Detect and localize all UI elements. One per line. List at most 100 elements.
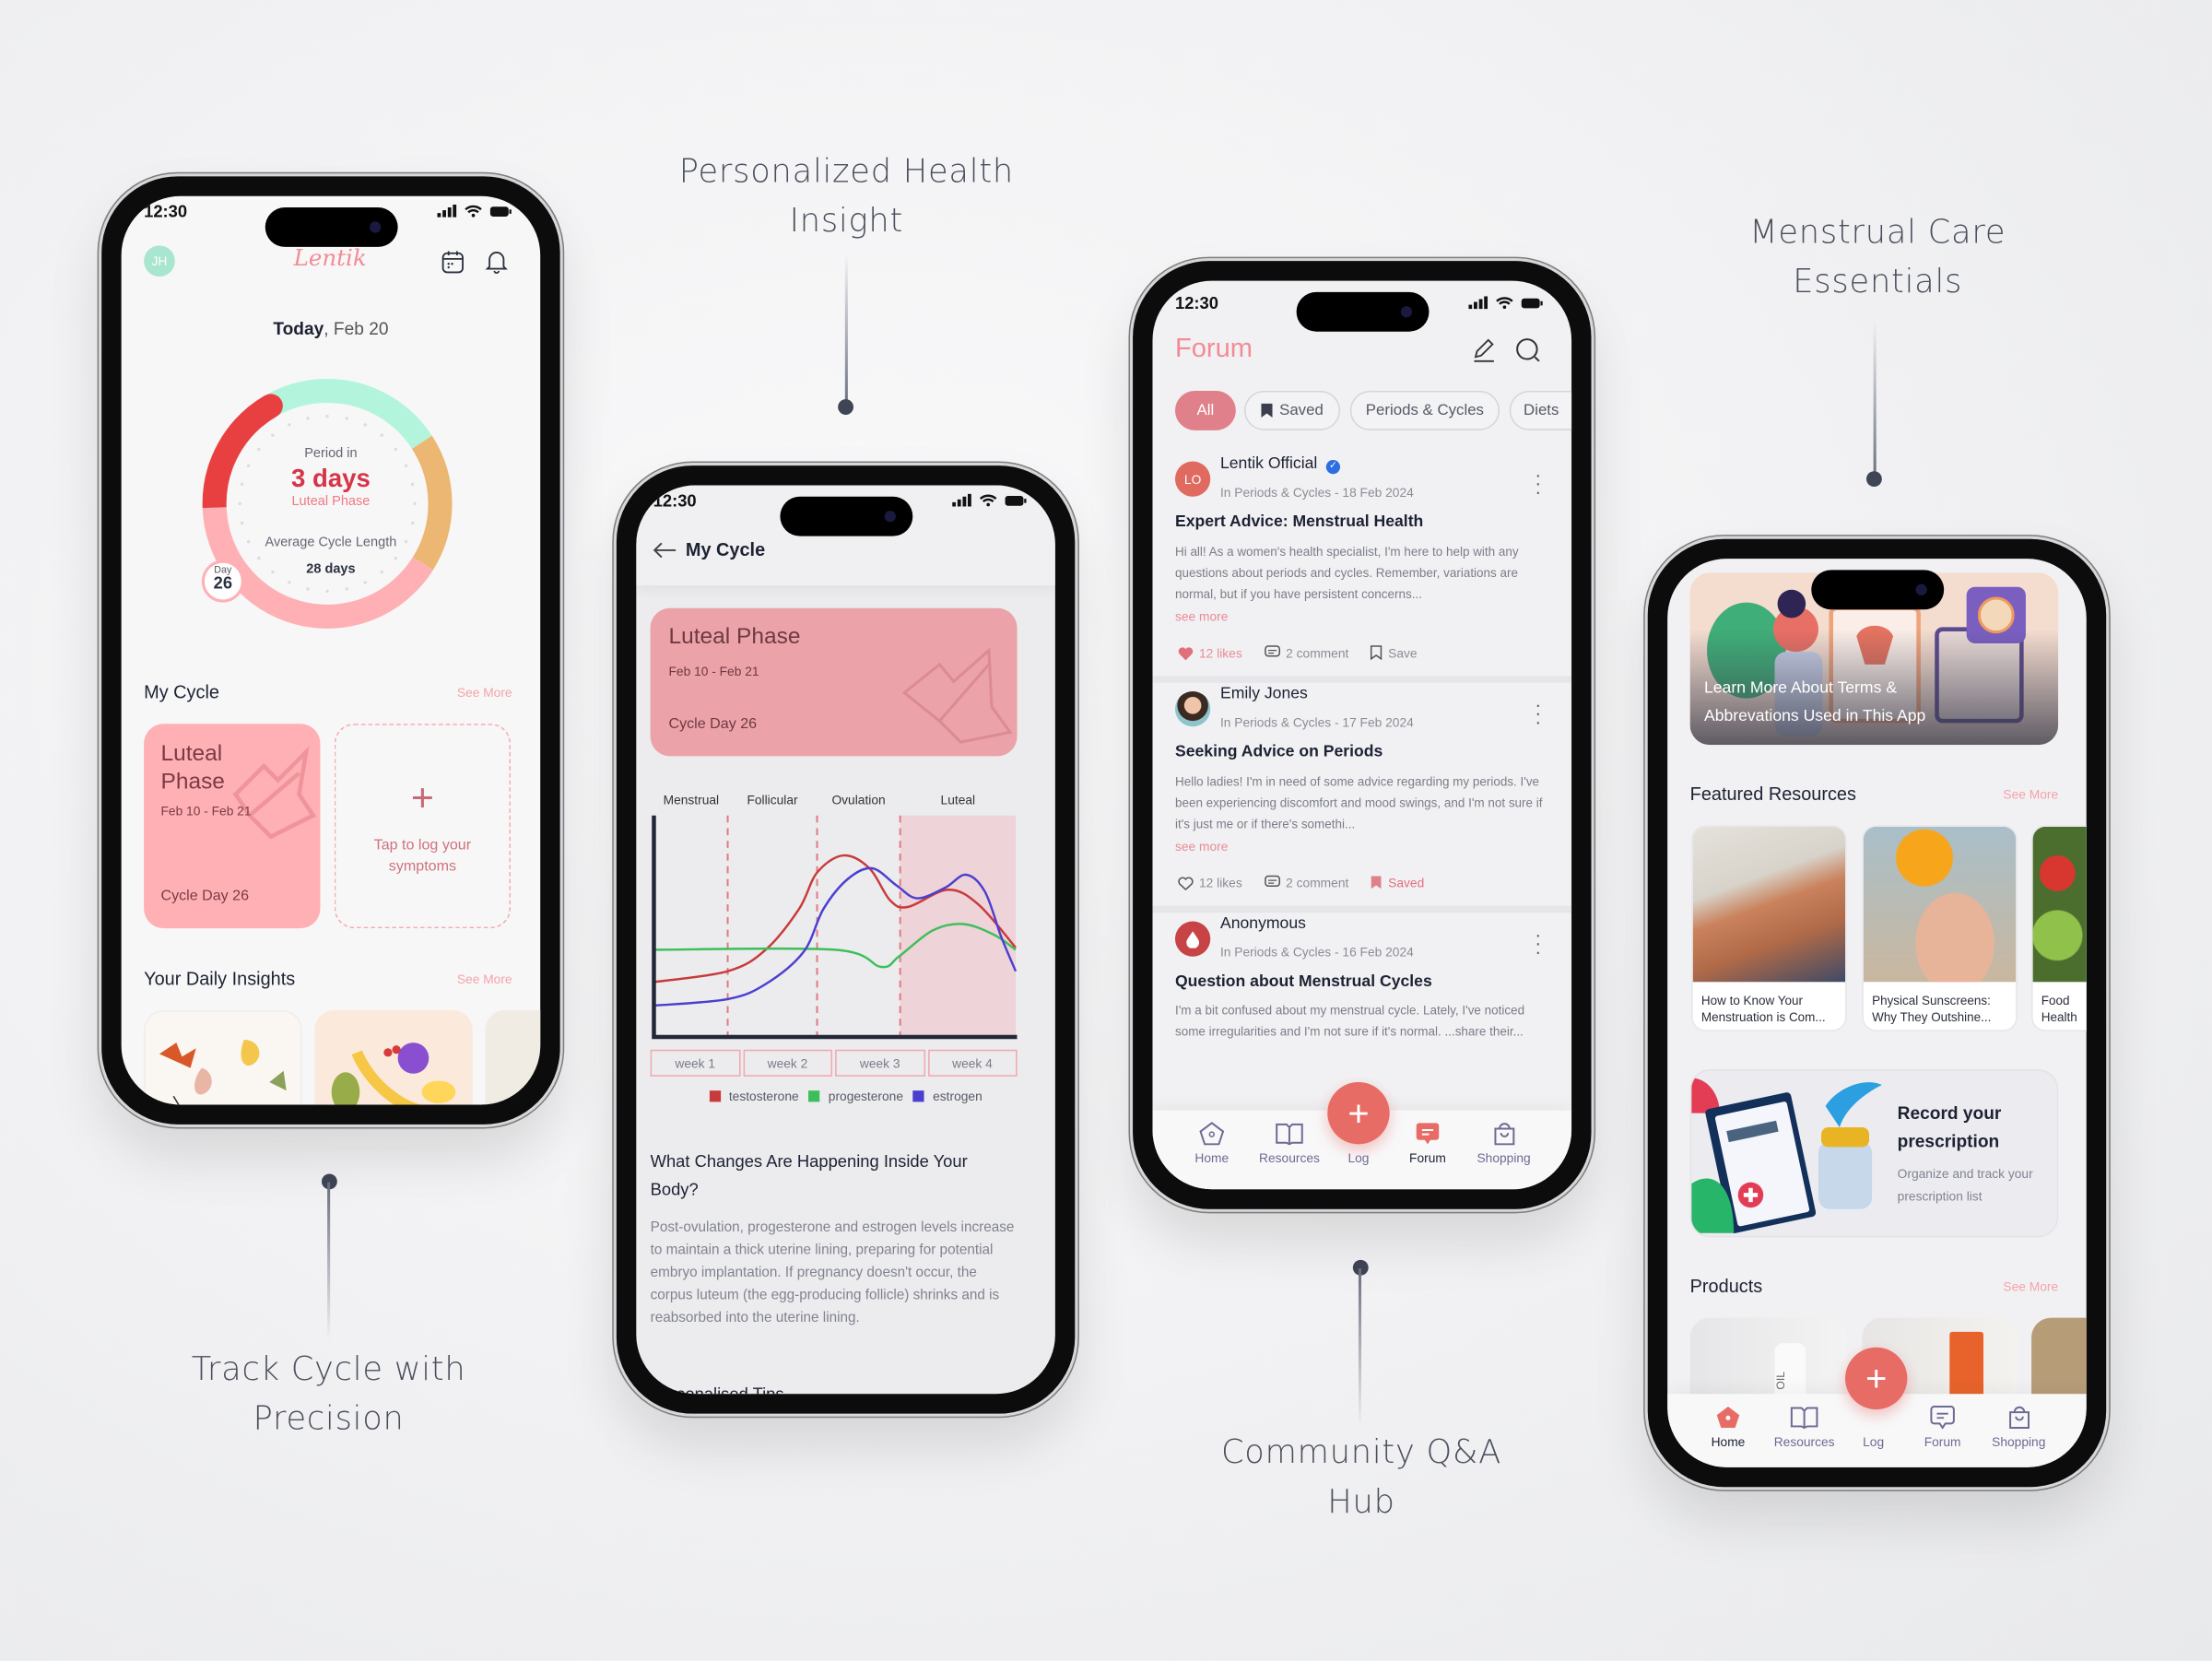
- signal-icon: [1468, 296, 1488, 310]
- bell-icon[interactable]: [485, 248, 508, 274]
- avg-cycle-label: Average Cycle Length: [265, 535, 397, 550]
- post-author: Lentik Official ✓: [1219, 455, 1341, 475]
- search-icon[interactable]: [1515, 337, 1542, 364]
- see-more-link[interactable]: See More: [2003, 1279, 2059, 1294]
- ring-tick-dot: [413, 501, 417, 506]
- resource-card[interactable]: Physical Sunscreens: Why They Outshine..…: [1862, 825, 2018, 1031]
- cycle-ring: [202, 378, 453, 629]
- section-title-tips: Personalised Tips: [650, 1384, 784, 1395]
- resource-card[interactable]: Food Health: [2031, 825, 2087, 1031]
- legend-item: testosterone: [709, 1090, 799, 1103]
- see-more-link[interactable]: See More: [456, 685, 512, 701]
- heart-outline-icon: [1178, 876, 1194, 890]
- comment-button[interactable]: 2 comment: [1264, 875, 1348, 890]
- nav-resources[interactable]: Resources: [1250, 1122, 1329, 1165]
- legend-item: estrogen: [912, 1089, 982, 1103]
- legend-label: estrogen: [933, 1089, 982, 1103]
- terms-banner[interactable]: Learn More About Terms & Abbrevations Us…: [1689, 572, 2059, 746]
- resource-title: Physical Sunscreens: Why They Outshine..…: [1872, 993, 1992, 1025]
- calendar-icon[interactable]: [441, 250, 464, 274]
- ring-tick-dot: [271, 570, 275, 574]
- post-meta: In Periods & Cycles - 16 Feb 2024: [1219, 945, 1414, 960]
- chip-periods-cycles[interactable]: Periods & Cycles: [1349, 390, 1500, 430]
- verified-badge-icon: ✓: [1325, 459, 1341, 475]
- nav-label: Log: [1347, 1150, 1370, 1166]
- avatar: LO: [1174, 461, 1211, 497]
- nav-label: Forum: [1924, 1434, 1961, 1449]
- chip-diets[interactable]: Diets: [1509, 390, 1572, 430]
- log-fab-button[interactable]: +: [1327, 1081, 1390, 1145]
- phase-card[interactable]: Luteal Phase Feb 10 - Feb 21 Cycle Day 2…: [650, 607, 1018, 757]
- log-symptoms-card[interactable]: + Tap to log your symptoms: [334, 724, 512, 929]
- phase-label: Follicular: [747, 793, 798, 807]
- nav-label: Home: [1194, 1150, 1230, 1166]
- week-axis: week 1 week 2 week 3 week 4: [650, 1049, 1018, 1077]
- saved-button[interactable]: Saved: [1370, 875, 1424, 890]
- see-more-link[interactable]: See More: [456, 972, 512, 986]
- like-button[interactable]: 12 likes: [1178, 645, 1242, 660]
- like-button[interactable]: 12 likes: [1178, 876, 1242, 890]
- nav-log[interactable]: Log: [1834, 1405, 1913, 1449]
- log-fab-button[interactable]: +: [1845, 1347, 1908, 1410]
- nav-label: Home: [1711, 1434, 1746, 1449]
- insight-card-leaves[interactable]: [144, 1009, 302, 1105]
- see-more-link[interactable]: See More: [2003, 787, 2059, 802]
- edit-icon[interactable]: [1471, 337, 1497, 363]
- shopping-bag-icon: [1493, 1123, 1514, 1146]
- signal-icon: [437, 204, 457, 218]
- divider: [1152, 676, 1572, 683]
- ring-tick-dot: [288, 423, 291, 427]
- legend-item: progesterone: [808, 1090, 903, 1103]
- ring-tick-dot: [271, 433, 275, 437]
- caption-line: Essentials: [1793, 264, 1963, 301]
- post-body: Hi all! As a women's health specialist, …: [1174, 544, 1519, 602]
- chip-saved[interactable]: Saved: [1243, 390, 1341, 430]
- comment-icon: [1264, 645, 1280, 657]
- wifi-icon: [1496, 297, 1513, 310]
- nav-resources[interactable]: Resources: [1765, 1405, 1844, 1449]
- today-date: Today, Feb 20: [122, 319, 541, 338]
- see-more-link[interactable]: see more: [1174, 609, 1229, 624]
- ring-tick-dot: [404, 464, 408, 467]
- comment-button[interactable]: 2 comment: [1264, 644, 1348, 660]
- insight-card-room[interactable]: [485, 1009, 541, 1105]
- more-options-icon[interactable]: ···: [1535, 463, 1542, 502]
- chip-all[interactable]: All: [1174, 390, 1236, 430]
- period-in-value: 3 days: [291, 464, 371, 493]
- caption-line: Precision: [253, 1400, 405, 1438]
- nav-shopping[interactable]: Shopping: [1465, 1122, 1544, 1165]
- insight-card-fruits[interactable]: [314, 1009, 473, 1105]
- ring-tick-dot: [410, 482, 415, 486]
- author-name: Lentik Official: [1219, 455, 1318, 473]
- status-time: 12:30: [1174, 293, 1218, 313]
- resource-card[interactable]: How to Know Your Menstruation is Com...: [1691, 825, 1847, 1031]
- more-options-icon[interactable]: ···: [1535, 923, 1542, 962]
- post-author: Anonymous: [1219, 915, 1306, 933]
- caption-line: Track Cycle with: [191, 1351, 466, 1389]
- phase-card[interactable]: Luteal Phase Feb 10 - Feb 21 Cycle Day 2…: [144, 724, 321, 929]
- ring-tick-dot: [345, 417, 348, 420]
- ring-tick-dot: [240, 482, 244, 486]
- prescription-card[interactable]: Record your prescription Organize and tr…: [1689, 1069, 2059, 1238]
- ring-tick-dot: [345, 587, 348, 591]
- article-title: What Changes Are Happening Inside Your B…: [650, 1150, 968, 1200]
- phone-resources: Learn More About Terms & Abbrevations Us…: [1647, 538, 2107, 1488]
- nav-forum[interactable]: Forum: [1388, 1122, 1467, 1165]
- save-button[interactable]: Save: [1370, 644, 1418, 661]
- ring-tick-dot: [404, 539, 408, 544]
- day-marker-value: 26: [213, 572, 233, 593]
- avatar[interactable]: JH: [144, 245, 175, 277]
- phone-forum: 12:30 Forum All Saved Periods & Cycles D…: [1133, 261, 1592, 1209]
- more-options-icon[interactable]: ···: [1535, 692, 1542, 733]
- see-more-link[interactable]: see more: [1174, 839, 1229, 854]
- nav-shopping[interactable]: Shopping: [1979, 1405, 2058, 1449]
- nav-home[interactable]: Home: [1172, 1122, 1252, 1165]
- nav-forum[interactable]: Forum: [1903, 1405, 1983, 1449]
- nav-home[interactable]: Home: [1688, 1405, 1768, 1449]
- nav-label: Forum: [1409, 1150, 1446, 1166]
- back-arrow-icon[interactable]: [652, 542, 677, 559]
- nav-log[interactable]: Log: [1319, 1122, 1398, 1165]
- dynamic-island: [1295, 291, 1429, 332]
